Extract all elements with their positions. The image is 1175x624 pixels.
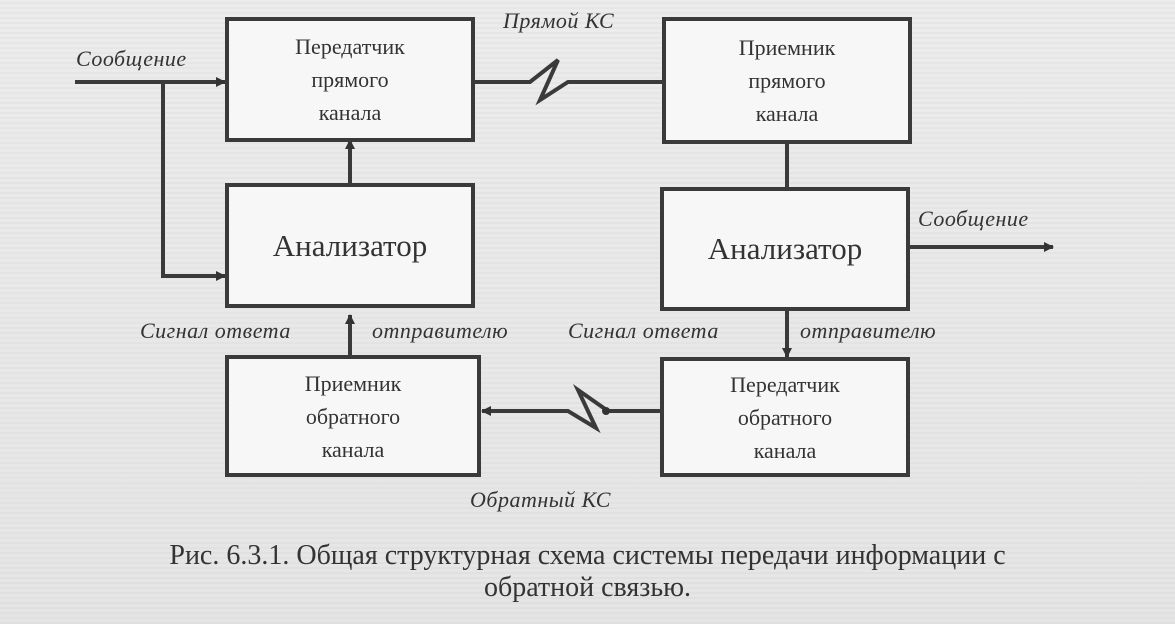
caption-line-1: Рис. 6.3.1. Общая структурная схема сист… [169,540,1006,571]
reverse-transmitter-block: Передатчик обратного канала [660,357,910,477]
forward-channel-label: Прямой КС [503,8,615,33]
reverse-receiver-label: Приемник обратного канала [304,370,402,462]
forward-transmitter-block: Передатчик прямого канала [225,17,475,142]
message-input-label: Сообщение [76,46,187,71]
reverse-receiver-block: Приемник обратного канала [225,355,481,477]
forward-transmitter-label: Передатчик прямого канала [295,34,405,125]
forward-channel-line [475,58,665,106]
message-branch-line [161,82,226,281]
message-output-label: Сообщение [918,206,1029,231]
left-analyzer-label: Анализатор [272,227,428,263]
left-analyzer-block: Анализатор [225,183,475,308]
reply-signal-right-label: Сигнал ответа [568,318,719,343]
reply-signal-left-label: Сигнал ответа [140,318,291,343]
forward-receiver-label: Приемник прямого канала [738,35,836,126]
caption-line-2: обратной связью. [483,572,692,603]
right-analyzer-label: Анализатор [707,231,863,266]
junction-dot [602,407,610,415]
right-analyzer-block: Анализатор [660,187,910,311]
to-sender-left-label: отправителю [372,318,509,343]
reverse-channel-line [481,384,661,434]
figure-caption: Рис. 6.3.1. Общая структурная схема сист… [0,540,1175,604]
reverse-channel-label: Обратный КС [470,487,611,512]
forward-receiver-block: Приемник прямого канала [662,17,912,144]
to-sender-right-label: отправителю [800,318,937,343]
reverse-transmitter-label: Передатчик обратного канала [730,371,840,463]
